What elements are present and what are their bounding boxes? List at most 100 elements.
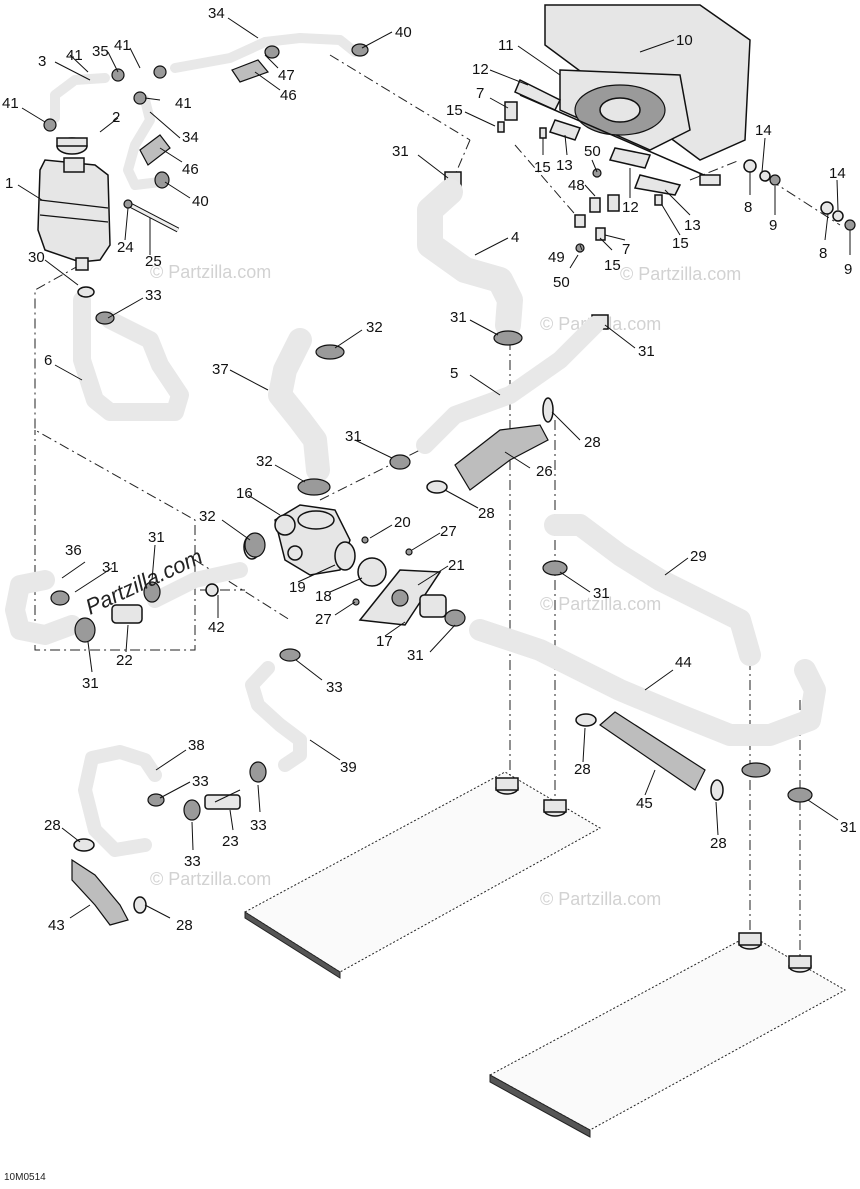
callout-33: 33 bbox=[326, 679, 343, 696]
callout-46: 46 bbox=[280, 87, 297, 104]
callout-28: 28 bbox=[44, 817, 61, 834]
watermark: © Partzilla.com bbox=[620, 264, 741, 284]
callout-15: 15 bbox=[446, 102, 463, 119]
watermark-group: © Partzilla.com © Partzilla.com © Partzi… bbox=[150, 262, 741, 909]
watermark: © Partzilla.com bbox=[540, 889, 661, 909]
callout-15: 15 bbox=[534, 159, 551, 176]
callout-27: 27 bbox=[440, 523, 457, 540]
callout-labels: 34 40 3 41 35 41 47 46 41 2 41 34 46 40 … bbox=[2, 5, 857, 934]
callout-35: 35 bbox=[92, 43, 109, 60]
callout-41: 41 bbox=[66, 47, 83, 64]
callout-31: 31 bbox=[638, 343, 655, 360]
callout-33: 33 bbox=[184, 853, 201, 870]
callout-50: 50 bbox=[584, 143, 601, 160]
callout-31: 31 bbox=[392, 143, 409, 160]
callout-48: 48 bbox=[568, 177, 585, 194]
callout-31: 31 bbox=[407, 647, 424, 664]
callout-3: 3 bbox=[38, 53, 46, 70]
callout-31: 31 bbox=[102, 559, 119, 576]
callout-32: 32 bbox=[256, 453, 273, 470]
callout-28: 28 bbox=[176, 917, 193, 934]
callout-17: 17 bbox=[376, 633, 393, 650]
callout-31: 31 bbox=[593, 585, 610, 602]
callout-28: 28 bbox=[584, 434, 601, 451]
callout-21: 21 bbox=[448, 557, 465, 574]
callout-14: 14 bbox=[829, 165, 846, 182]
fan-shroud bbox=[544, 4, 751, 161]
callout-41: 41 bbox=[2, 95, 19, 112]
callout-28: 28 bbox=[574, 761, 591, 778]
callout-43: 43 bbox=[48, 917, 65, 934]
radiator-lower bbox=[488, 934, 847, 1138]
callout-9: 9 bbox=[769, 217, 777, 234]
callout-15: 15 bbox=[604, 257, 621, 274]
fan-brackets bbox=[514, 78, 721, 196]
callout-32: 32 bbox=[366, 319, 383, 336]
callout-26: 26 bbox=[536, 463, 553, 480]
radiator-fittings bbox=[495, 777, 812, 973]
callout-12: 12 bbox=[472, 61, 489, 78]
callout-16: 16 bbox=[236, 485, 253, 502]
callout-33: 33 bbox=[145, 287, 162, 304]
callout-32: 32 bbox=[199, 508, 216, 525]
clamps bbox=[43, 43, 813, 914]
callout-15: 15 bbox=[672, 235, 689, 252]
leader-lines bbox=[17, 17, 851, 919]
callout-36: 36 bbox=[65, 542, 82, 559]
radiator-upper bbox=[244, 771, 602, 979]
callout-28: 28 bbox=[710, 835, 727, 852]
callout-31: 31 bbox=[82, 675, 99, 692]
callout-31: 31 bbox=[840, 819, 857, 836]
callout-49: 49 bbox=[548, 249, 565, 266]
callout-39: 39 bbox=[340, 759, 357, 776]
callout-14: 14 bbox=[755, 122, 772, 139]
callout-11: 11 bbox=[498, 37, 514, 54]
callout-33: 33 bbox=[250, 817, 267, 834]
hoses bbox=[5, 33, 826, 857]
callout-20: 20 bbox=[394, 514, 411, 531]
callout-31: 31 bbox=[148, 529, 165, 546]
callout-46: 46 bbox=[182, 161, 199, 178]
watermark: © Partzilla.com bbox=[150, 262, 271, 282]
callout-37: 37 bbox=[212, 361, 229, 378]
callout-41: 41 bbox=[175, 95, 192, 112]
callout-42: 42 bbox=[208, 619, 225, 636]
fasteners bbox=[444, 101, 856, 330]
corrugated-hoses bbox=[71, 59, 706, 926]
callout-23: 23 bbox=[222, 833, 239, 850]
callout-45: 45 bbox=[636, 795, 653, 812]
callout-2: 2 bbox=[112, 109, 120, 126]
callout-40: 40 bbox=[395, 24, 412, 41]
callout-22: 22 bbox=[116, 652, 133, 669]
callout-13: 13 bbox=[556, 157, 573, 174]
callout-18: 18 bbox=[315, 588, 332, 605]
callout-9: 9 bbox=[844, 261, 852, 278]
callout-29: 29 bbox=[690, 548, 707, 565]
callout-31: 31 bbox=[345, 428, 362, 445]
callout-31: 31 bbox=[450, 309, 467, 326]
callout-19: 19 bbox=[289, 579, 306, 596]
callout-7: 7 bbox=[476, 85, 484, 102]
callout-8: 8 bbox=[744, 199, 752, 216]
callout-38: 38 bbox=[188, 737, 205, 754]
callout-4: 4 bbox=[511, 229, 519, 246]
callout-34: 34 bbox=[208, 5, 225, 22]
callout-34: 34 bbox=[182, 129, 199, 146]
callout-13: 13 bbox=[684, 217, 701, 234]
callout-44: 44 bbox=[675, 654, 692, 671]
callout-27: 27 bbox=[315, 611, 332, 628]
callout-7: 7 bbox=[622, 241, 630, 258]
callout-47: 47 bbox=[278, 67, 295, 84]
watermark: © Partzilla.com bbox=[150, 869, 271, 889]
callout-8: 8 bbox=[819, 245, 827, 262]
callout-24: 24 bbox=[117, 239, 134, 256]
callout-28: 28 bbox=[478, 505, 495, 522]
alignment-lines bbox=[34, 54, 841, 960]
watermark: © Partzilla.com bbox=[540, 594, 661, 614]
callout-12: 12 bbox=[622, 199, 639, 216]
callout-25: 25 bbox=[145, 253, 162, 270]
callout-6: 6 bbox=[44, 352, 52, 369]
callout-33: 33 bbox=[192, 773, 209, 790]
drawing-code: 10M0514 bbox=[4, 1172, 46, 1183]
